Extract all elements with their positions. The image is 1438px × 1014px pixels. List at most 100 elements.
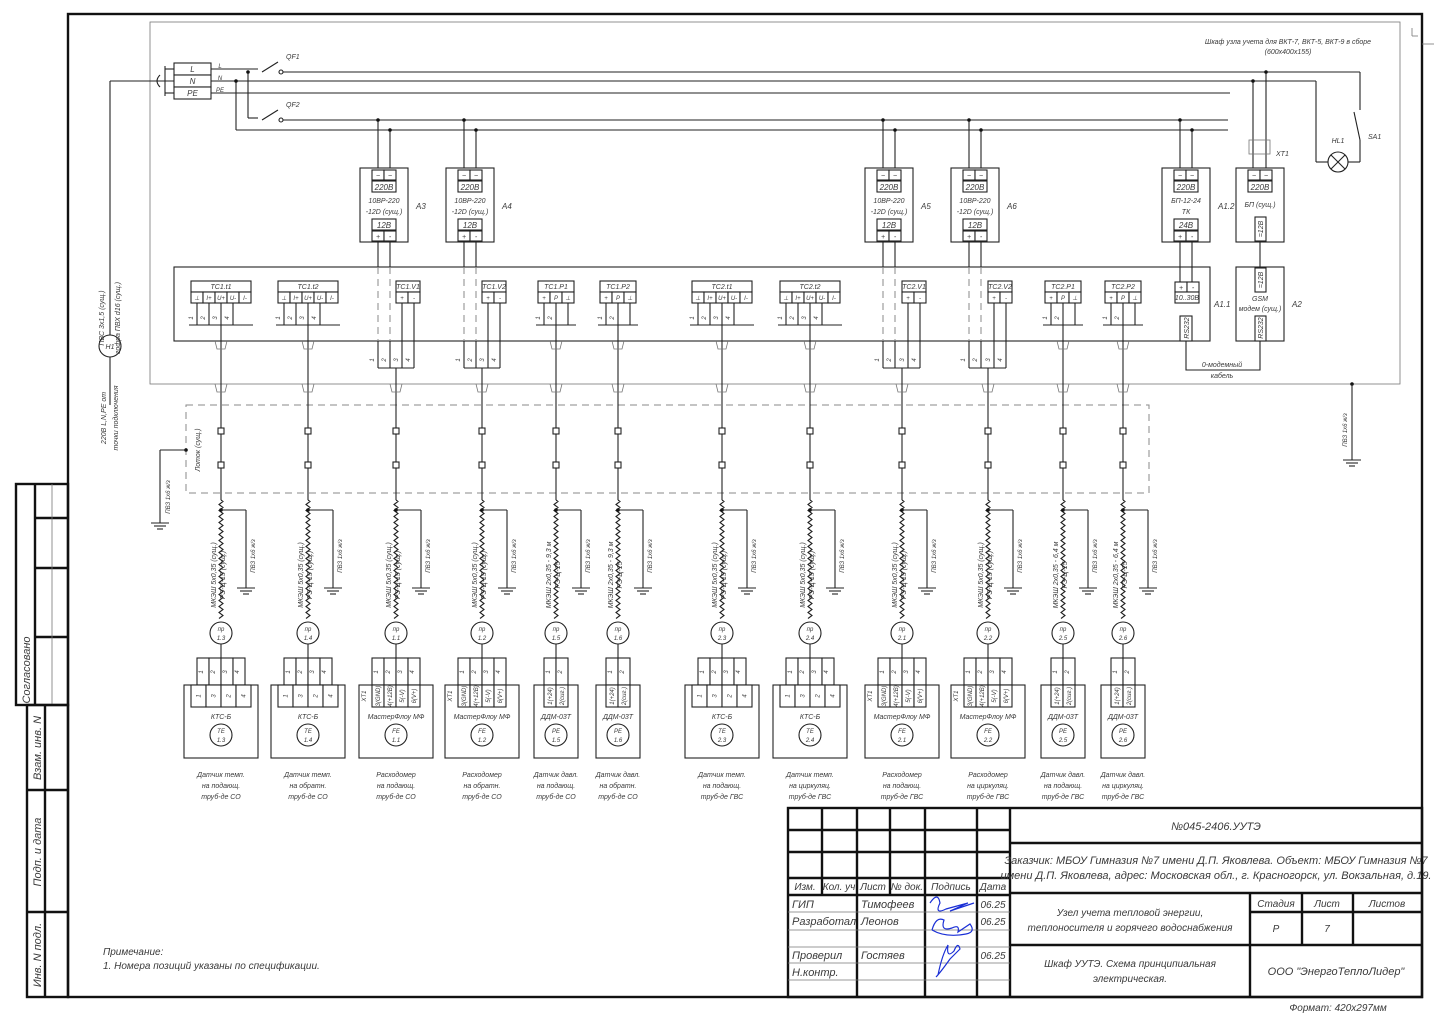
project-title: Узел учета тепловой энергии, bbox=[1056, 908, 1204, 919]
device-terminal: 4 bbox=[743, 694, 749, 698]
name-label: Гостяев bbox=[861, 950, 905, 962]
ground-icon bbox=[918, 580, 936, 595]
sensor-description: Датчик давл. bbox=[595, 771, 641, 779]
module-terminal: - bbox=[499, 296, 501, 302]
module-terminal: ⊥ bbox=[783, 295, 788, 302]
cable-label-2: РЭ-Ц-15 bbox=[1122, 561, 1129, 588]
connector-pin: 1 bbox=[546, 670, 552, 673]
connector-pin: 3 bbox=[398, 670, 404, 674]
terminal: ~ bbox=[1264, 173, 1268, 180]
cable-label-2: РЭ-Ц-15 (сущ.) bbox=[721, 551, 728, 600]
twisted-cable bbox=[1120, 499, 1126, 619]
input-module: TC1.P2+P⊥ bbox=[599, 280, 637, 304]
output-voltage: 12В bbox=[882, 221, 897, 230]
sa1-label: SA1 bbox=[1368, 134, 1381, 141]
input-terminal-label: N bbox=[190, 77, 196, 86]
module-terminal: U+ bbox=[718, 296, 726, 302]
probe-number: 2.6 bbox=[1118, 636, 1128, 642]
supply-model-2: -12D (сущ.) bbox=[452, 209, 489, 216]
cable-label: МКЭШ 5х0,35 (сущ.) bbox=[800, 542, 807, 608]
modem-name: GSM bbox=[1252, 296, 1268, 303]
device-model: МастерФлоу МФ bbox=[960, 714, 1017, 721]
cable-label: МКЭШ 2х0,35 - 9,3 м bbox=[546, 541, 553, 608]
drawing-frame bbox=[66, 12, 1434, 999]
connector-pin: 3 bbox=[990, 670, 996, 674]
device-terminal: 2(сиг.) bbox=[560, 687, 566, 706]
connector-pin: 2 bbox=[558, 670, 564, 675]
module-label: TC1.V1 bbox=[396, 284, 420, 291]
cable-label-2: РЭ-Ц-15 (сущ.) bbox=[809, 551, 816, 600]
sensor-description: труб-де ГВС bbox=[881, 793, 924, 801]
device-connector-label: XT1 bbox=[954, 690, 960, 702]
sensor-description: на подающ. bbox=[377, 782, 415, 790]
module-label: TC1.t1 bbox=[210, 284, 231, 291]
cable-clamp bbox=[478, 461, 486, 469]
device-terminal: 3 bbox=[212, 694, 218, 698]
replaced-inv-label: Взам. инв. N bbox=[32, 716, 44, 780]
junction-dot bbox=[893, 128, 897, 132]
cable-label: МКЭШ 5х0,35 (сущ.) bbox=[211, 542, 218, 608]
junction-dot bbox=[474, 128, 478, 132]
qf1-label: QF1 bbox=[286, 54, 300, 61]
device-terminal: 3(GND) bbox=[462, 686, 468, 707]
controller-designator: A1.1 bbox=[1213, 300, 1230, 309]
wire-number: 2 bbox=[610, 316, 616, 321]
cable-label-2: РЭ-Ц-15 bbox=[555, 561, 562, 588]
input-module: TC2.V1+- bbox=[901, 280, 927, 304]
sensor-description: на обратн. bbox=[464, 782, 501, 790]
stage-value: Р bbox=[1273, 924, 1280, 935]
device-terminal: 2 bbox=[227, 694, 233, 699]
terminal: ~ bbox=[967, 173, 971, 180]
wire-number: 3 bbox=[394, 358, 400, 362]
terminal: ~ bbox=[474, 173, 478, 180]
input-cable-label: ПВС 3х1,5 (сущ.) bbox=[99, 290, 106, 345]
role-label: Проверил bbox=[792, 950, 842, 962]
supply-model: 10ВР-220 bbox=[454, 198, 485, 205]
connector-pin: 2 bbox=[712, 670, 718, 675]
notes-title: Примечание: bbox=[103, 947, 164, 958]
module-terminal: + bbox=[992, 296, 996, 302]
ground-icon bbox=[826, 580, 844, 595]
terminal: ~ bbox=[1190, 173, 1194, 180]
hl1-label: HL1 bbox=[1332, 138, 1345, 145]
column-header: Кол. уч bbox=[823, 882, 856, 893]
sensor-description: труб-де ГВС bbox=[701, 793, 744, 801]
ground-cable-label: ПВЗ 1х6 ж/з bbox=[932, 539, 938, 573]
module-terminal: I- bbox=[832, 296, 836, 302]
tray-label: Лоток (сущ.) bbox=[195, 428, 202, 472]
input-module: TC1.P1+P⊥ bbox=[537, 280, 575, 304]
stage-label: Стадия bbox=[1257, 899, 1295, 910]
sensor-description: труб-де ГВС bbox=[1042, 793, 1085, 801]
probe-number: 2.5 bbox=[1058, 636, 1068, 642]
agreed-label: Согласовано bbox=[21, 636, 33, 703]
ground-cable-label: ПВЗ 1х6 ж/з bbox=[1018, 539, 1024, 573]
wire-number: 3 bbox=[714, 316, 720, 320]
connector-pin: 1 bbox=[1053, 670, 1059, 673]
wire-number: 2 bbox=[790, 316, 796, 321]
inv-label: Инв. N подл. bbox=[32, 923, 44, 987]
column-header: Лист bbox=[859, 882, 886, 893]
cable-label: МКЭШ 2х0,35 - 6,4 м bbox=[1113, 541, 1120, 608]
connector-pin: 2 bbox=[1125, 670, 1131, 675]
cable-clamp bbox=[304, 427, 312, 435]
null-modem-label-2: кабель bbox=[1211, 372, 1234, 380]
terminal: ~ bbox=[388, 173, 392, 180]
sensor-circle bbox=[544, 723, 568, 747]
cable-clamp bbox=[984, 461, 992, 469]
project-title-2: теплоносителя и горячего водоснабжения bbox=[1027, 922, 1233, 934]
sensor-description: Датчик давл. bbox=[1040, 771, 1086, 779]
wire-number: 1 bbox=[598, 316, 604, 319]
sheet-title: Шкаф УУТЭ. Схема принципиальная bbox=[1044, 958, 1217, 970]
terminal: + bbox=[376, 234, 380, 241]
module-terminal: + bbox=[1109, 296, 1113, 302]
connector-pin: 1 bbox=[1113, 670, 1119, 673]
